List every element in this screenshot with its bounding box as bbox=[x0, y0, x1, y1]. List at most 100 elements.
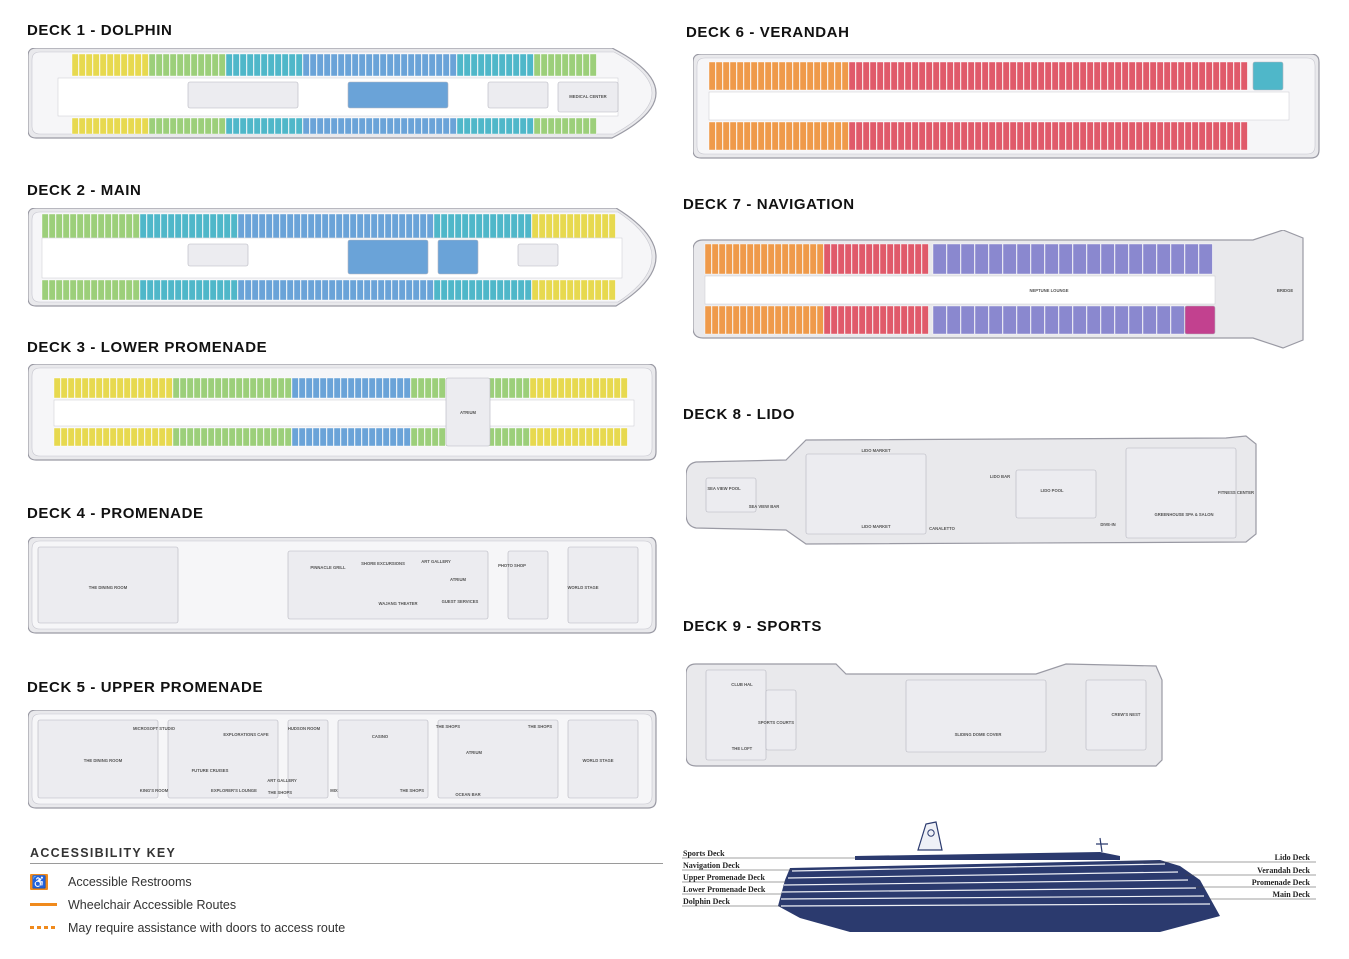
cabin[interactable] bbox=[557, 427, 565, 447]
cabin[interactable] bbox=[1030, 61, 1038, 91]
cabin[interactable] bbox=[349, 213, 357, 239]
cabin[interactable] bbox=[242, 427, 250, 447]
cabin[interactable] bbox=[256, 427, 264, 447]
cabin[interactable] bbox=[862, 121, 870, 151]
cabin[interactable] bbox=[435, 117, 443, 135]
cabin[interactable] bbox=[554, 53, 562, 77]
cabin[interactable] bbox=[368, 377, 376, 399]
cabin[interactable] bbox=[104, 279, 112, 301]
cabin[interactable] bbox=[368, 427, 376, 447]
cabin[interactable] bbox=[211, 117, 219, 135]
cabin[interactable] bbox=[155, 53, 163, 77]
cabin[interactable] bbox=[848, 61, 856, 91]
cabin[interactable] bbox=[477, 53, 485, 77]
cabin[interactable] bbox=[750, 61, 758, 91]
cabin[interactable] bbox=[837, 305, 845, 335]
cabin[interactable] bbox=[918, 61, 926, 91]
cabin[interactable] bbox=[144, 427, 152, 447]
cabin[interactable] bbox=[176, 53, 184, 77]
cabin[interactable] bbox=[1142, 61, 1150, 91]
cabin[interactable] bbox=[172, 377, 180, 399]
cabin[interactable] bbox=[62, 279, 70, 301]
cabin[interactable] bbox=[305, 427, 313, 447]
cabin[interactable] bbox=[788, 243, 796, 275]
cabin[interactable] bbox=[743, 61, 751, 91]
cabin[interactable] bbox=[239, 53, 247, 77]
cabin[interactable] bbox=[1058, 305, 1073, 335]
cabin[interactable] bbox=[382, 377, 390, 399]
cabin[interactable] bbox=[333, 377, 341, 399]
cabin[interactable] bbox=[911, 61, 919, 91]
cabin[interactable] bbox=[200, 377, 208, 399]
cabin[interactable] bbox=[767, 305, 775, 335]
venue-label[interactable]: THE SHOPS bbox=[436, 724, 460, 729]
cabin[interactable] bbox=[435, 53, 443, 77]
venue-label[interactable]: GUEST SERVICES bbox=[442, 599, 479, 604]
cabin[interactable] bbox=[183, 53, 191, 77]
cabin[interactable] bbox=[316, 53, 324, 77]
cabin[interactable] bbox=[181, 213, 189, 239]
cabin[interactable] bbox=[335, 279, 343, 301]
cabin[interactable] bbox=[1002, 305, 1017, 335]
cabin[interactable] bbox=[865, 243, 873, 275]
cabin[interactable] bbox=[167, 279, 175, 301]
cabin[interactable] bbox=[988, 61, 996, 91]
cabin[interactable] bbox=[1156, 305, 1171, 335]
venue-label[interactable]: HUDSON ROOM bbox=[288, 726, 321, 731]
cabin[interactable] bbox=[1114, 243, 1129, 275]
cabin[interactable] bbox=[529, 377, 537, 399]
venue-label[interactable]: CREW'S NEST bbox=[1112, 712, 1141, 717]
cabin[interactable] bbox=[428, 53, 436, 77]
cabin[interactable] bbox=[543, 377, 551, 399]
cabin[interactable] bbox=[160, 213, 168, 239]
cabin[interactable] bbox=[260, 117, 268, 135]
cabin[interactable] bbox=[76, 279, 84, 301]
cabin[interactable] bbox=[561, 117, 569, 135]
cabin[interactable] bbox=[960, 121, 968, 151]
cabin[interactable] bbox=[806, 121, 814, 151]
cabin[interactable] bbox=[774, 243, 782, 275]
cabin[interactable] bbox=[475, 279, 483, 301]
cabin[interactable] bbox=[547, 53, 555, 77]
cabin[interactable] bbox=[258, 213, 266, 239]
cabin[interactable] bbox=[732, 243, 740, 275]
cabin[interactable] bbox=[1100, 243, 1115, 275]
cabin[interactable] bbox=[508, 377, 516, 399]
cabin[interactable] bbox=[580, 279, 588, 301]
cabin[interactable] bbox=[869, 61, 877, 91]
cabin[interactable] bbox=[123, 377, 131, 399]
cabin[interactable] bbox=[442, 53, 450, 77]
cabin[interactable] bbox=[503, 279, 511, 301]
cabin[interactable] bbox=[1233, 121, 1241, 151]
cabin[interactable] bbox=[95, 377, 103, 399]
cabin[interactable] bbox=[288, 117, 296, 135]
cabin[interactable] bbox=[995, 121, 1003, 151]
cabin[interactable] bbox=[67, 427, 75, 447]
cabin[interactable] bbox=[1072, 61, 1080, 91]
cabin[interactable] bbox=[228, 377, 236, 399]
cabin[interactable] bbox=[526, 117, 534, 135]
cabin[interactable] bbox=[116, 377, 124, 399]
cabin[interactable] bbox=[90, 213, 98, 239]
cabin[interactable] bbox=[328, 213, 336, 239]
cabin[interactable] bbox=[774, 305, 782, 335]
cabin[interactable] bbox=[587, 279, 595, 301]
cabin[interactable] bbox=[305, 377, 313, 399]
cabin[interactable] bbox=[1184, 61, 1192, 91]
cabin[interactable] bbox=[361, 427, 369, 447]
cabin[interactable] bbox=[440, 213, 448, 239]
cabin[interactable] bbox=[897, 61, 905, 91]
cabin[interactable] bbox=[109, 377, 117, 399]
cabin[interactable] bbox=[561, 53, 569, 77]
cabin[interactable] bbox=[858, 305, 866, 335]
cabin[interactable] bbox=[715, 121, 723, 151]
cabin[interactable] bbox=[1072, 305, 1087, 335]
cabin[interactable] bbox=[190, 53, 198, 77]
cabin[interactable] bbox=[200, 427, 208, 447]
cabin[interactable] bbox=[239, 117, 247, 135]
cabin[interactable] bbox=[879, 243, 887, 275]
cabin[interactable] bbox=[760, 243, 768, 275]
venue-label[interactable]: THE DINING ROOM bbox=[89, 585, 128, 590]
cabin[interactable] bbox=[809, 243, 817, 275]
cabin[interactable] bbox=[564, 377, 572, 399]
